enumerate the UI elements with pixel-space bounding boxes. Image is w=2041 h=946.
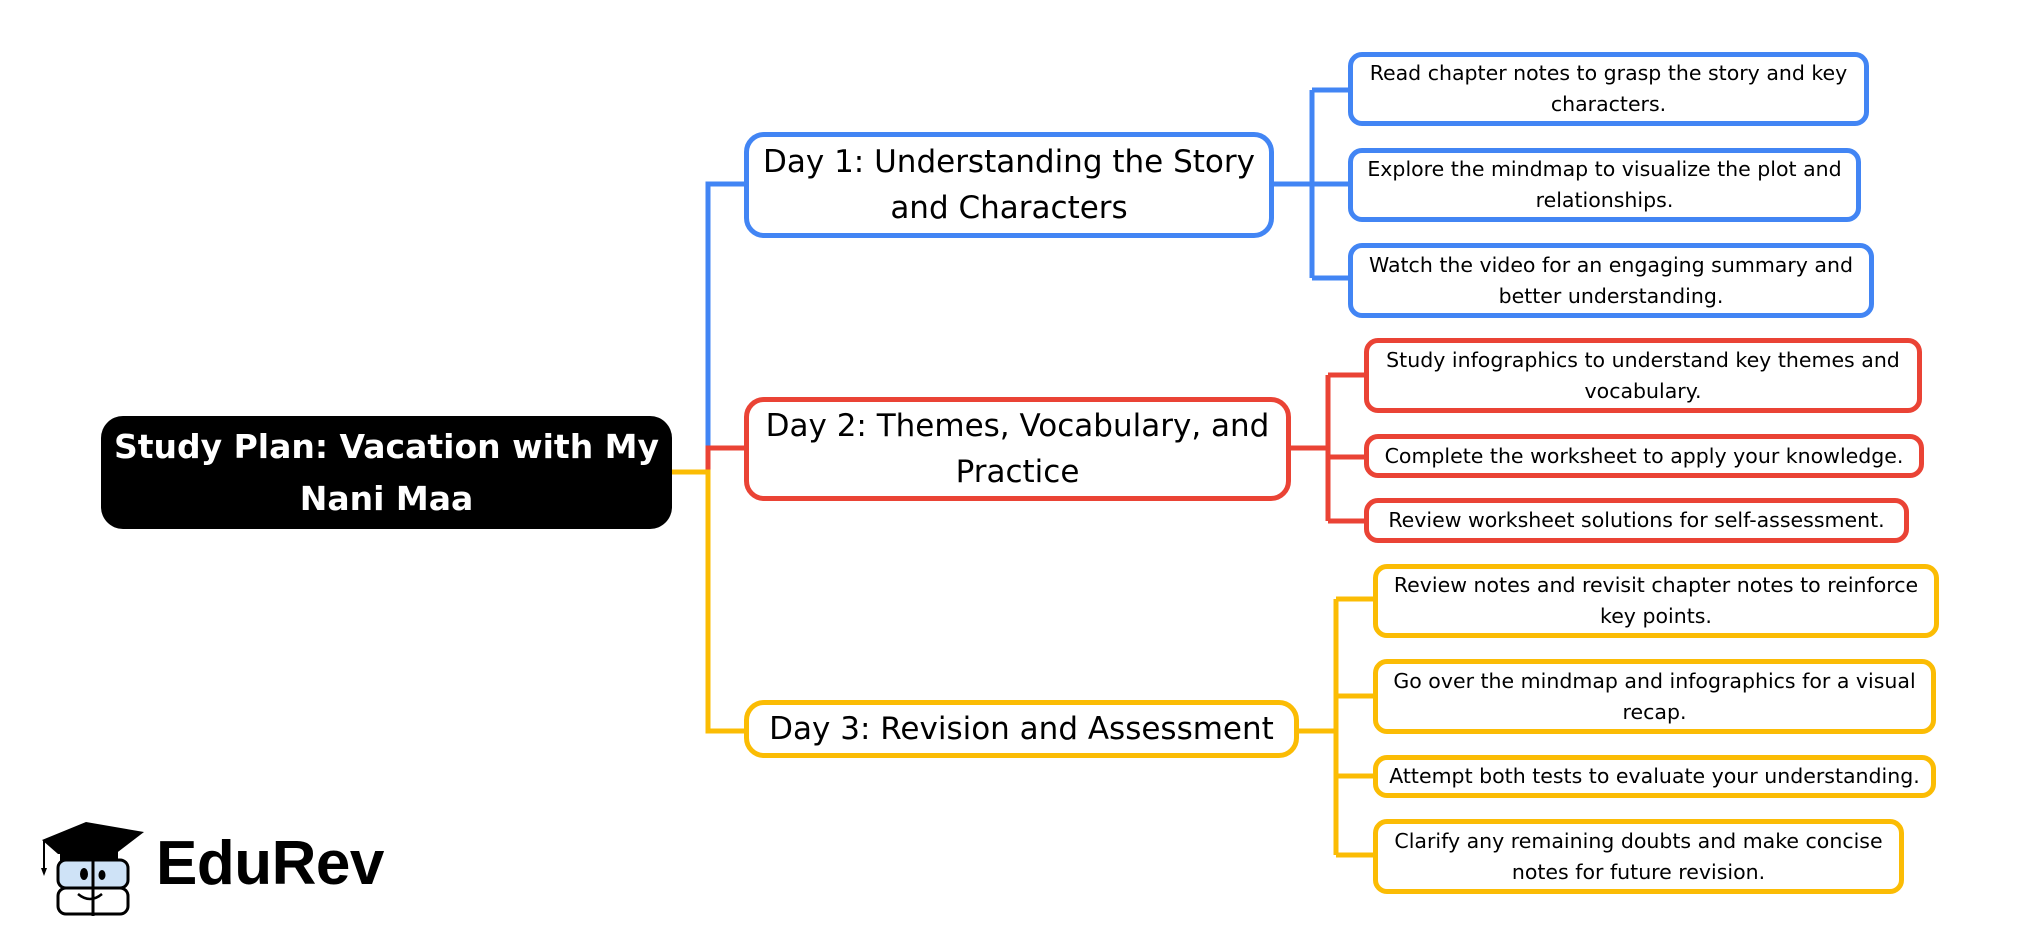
connector-day2-children: [1290, 372, 1366, 524]
connector-root-day3: [672, 469, 745, 734]
leaf-label: Review notes and revisit chapter notes t…: [1393, 573, 1919, 628]
leaf-day1-2[interactable]: Explore the mindmap to visualize the plo…: [1348, 148, 1861, 222]
leaf-label: Attempt both tests to evaluate your unde…: [1389, 764, 1920, 788]
leaf-day3-3[interactable]: Attempt both tests to evaluate your unde…: [1373, 755, 1936, 798]
leaf-day1-1[interactable]: Read chapter notes to grasp the story an…: [1348, 52, 1869, 126]
leaf-day2-2[interactable]: Complete the worksheet to apply your kno…: [1364, 434, 1924, 478]
root-label: Study Plan: Vacation with My Nani Maa: [113, 426, 660, 518]
leaf-day3-1[interactable]: Review notes and revisit chapter notes t…: [1373, 564, 1939, 638]
leaf-label: Study infographics to understand key the…: [1386, 347, 1900, 403]
leaf-label: Clarify any remaining doubts and make co…: [1394, 828, 1883, 884]
leaf-day3-2[interactable]: Go over the mindmap and infographics for…: [1373, 659, 1936, 734]
leaf-label: Go over the mindmap and infographics for…: [1393, 668, 1916, 724]
edurev-logo[interactable]: EduRev: [38, 818, 398, 918]
connector-root-day2: [705, 445, 745, 472]
connector-root-day1: [705, 181, 745, 472]
leaf-label: Explore the mindmap to visualize the plo…: [1367, 157, 1842, 212]
leaf-day1-3[interactable]: Watch the video for an engaging summary …: [1348, 243, 1874, 318]
connector-day3-children: [1298, 596, 1375, 858]
leaf-day2-1[interactable]: Study infographics to understand key the…: [1364, 338, 1922, 413]
root-node[interactable]: Study Plan: Vacation with My Nani Maa: [101, 416, 672, 529]
branch-day2-label: Day 2: Themes, Vocabulary, and Practice: [765, 408, 1270, 490]
branch-day2[interactable]: Day 2: Themes, Vocabulary, and Practice: [744, 397, 1291, 501]
branch-day3-label: Day 3: Revision and Assessment: [769, 711, 1274, 747]
connector-day1-children: [1273, 87, 1350, 281]
leaf-label: Read chapter notes to grasp the story an…: [1369, 61, 1848, 116]
leaf-label: Review worksheet solutions for self-asse…: [1388, 508, 1885, 532]
leaf-day3-4[interactable]: Clarify any remaining doubts and make co…: [1373, 819, 1904, 894]
graduation-cap-mascot-icon: [41, 822, 144, 916]
leaf-label: Watch the video for an engaging summary …: [1368, 252, 1853, 308]
logo-text: EduRev: [156, 829, 384, 898]
leaf-day2-3[interactable]: Review worksheet solutions for self-asse…: [1364, 498, 1909, 543]
leaf-label: Complete the worksheet to apply your kno…: [1384, 443, 1904, 468]
branch-day1[interactable]: Day 1: Understanding the Story and Chara…: [744, 132, 1274, 238]
branch-day3[interactable]: Day 3: Revision and Assessment: [744, 700, 1299, 758]
branch-day1-label: Day 1: Understanding the Story and Chara…: [763, 144, 1255, 226]
